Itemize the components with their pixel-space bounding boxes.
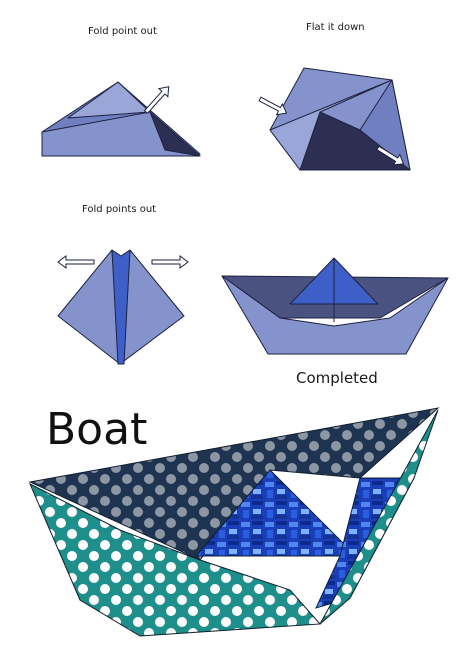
step-3-center-flap — [111, 249, 131, 365]
hollow-arrow-icon — [151, 255, 189, 269]
hollow-arrow-icon — [376, 145, 405, 166]
step-1-shadow — [149, 111, 201, 157]
step-2-figure: Flat it down — [258, 22, 411, 171]
step-1-caption: Fold point out — [88, 26, 157, 37]
patterned-boat-back-sail — [28, 407, 440, 561]
patterned-boat — [28, 407, 440, 637]
step-3-left-half — [57, 249, 121, 365]
step-1-top — [67, 81, 151, 119]
step-1-figure: Fold point out — [41, 26, 201, 157]
patterned-boat-front-hull — [28, 482, 322, 637]
completed-caption: Completed — [296, 369, 378, 387]
step-3-figure: Fold points out — [57, 204, 189, 365]
hollow-arrow-icon — [258, 96, 288, 116]
boat-hull — [221, 275, 449, 355]
step-3-caption: Fold points out — [82, 204, 156, 215]
patterned-boat-right-hull — [319, 409, 439, 625]
step-2-caption: Flat it down — [306, 22, 365, 33]
hollow-arrow-icon — [57, 255, 95, 269]
hollow-arrow-icon — [143, 86, 170, 115]
boat-title: Boat — [46, 404, 147, 455]
completed-boat-figure: Completed — [221, 257, 449, 387]
step-2-fold — [269, 79, 393, 171]
patterned-boat-center-sail — [194, 469, 358, 557]
